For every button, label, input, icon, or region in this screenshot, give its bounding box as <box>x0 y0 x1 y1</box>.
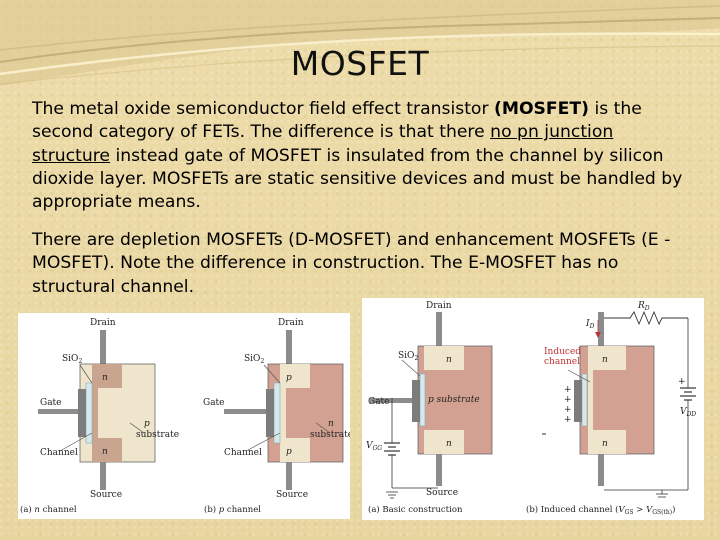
svg-text:+: + <box>678 377 686 387</box>
label-sio2-e: SiO2 <box>398 351 418 362</box>
para1-text-3: instead gate of MOSFET is insulated from… <box>32 145 683 213</box>
d-mosfet-p-channel-diagram: Drain SiO2 Gate Channel Source p p n sub… <box>203 318 350 515</box>
paragraph-mosfet-intro: The metal oxide semiconductor field effe… <box>32 98 692 214</box>
para1-bold-mosfet: (MOSFET) <box>493 99 589 119</box>
label-p-substrate-e: p substrate <box>428 395 480 405</box>
label-p-bottom-b: p <box>286 447 292 457</box>
caption-p-channel: (b) p channel <box>204 504 261 515</box>
para1-text-1: The metal oxide semiconductor field effe… <box>32 99 494 119</box>
label-substrate-b: substrate <box>310 430 350 440</box>
label-vdd: VDD <box>680 407 696 418</box>
label-sio2-a: SiO2 <box>62 354 82 365</box>
label-n-sub-b: n <box>328 419 334 429</box>
label-source-e: Source <box>426 488 458 498</box>
para1-text-2: is the second category of FETs. The diff… <box>32 99 642 143</box>
svg-text:+: + <box>564 395 572 405</box>
label-channel-b: Channel <box>224 448 262 458</box>
label-drain-b: Drain <box>278 318 304 328</box>
label-n-top-a: n <box>102 373 108 383</box>
label-vgg: VGG <box>366 441 382 452</box>
label-rd: RD <box>637 301 650 312</box>
caption-basic-construction: (a) Basic construction <box>368 504 463 515</box>
label-n-bottom-e2: n <box>602 439 608 449</box>
label-induced-channel: channel <box>544 357 580 367</box>
label-gate-e: Gate <box>368 397 390 407</box>
label-p-top-b: p <box>286 373 292 383</box>
label-substrate-a: substrate <box>136 430 179 440</box>
label-p-sub-a: p <box>144 419 150 429</box>
d-mosfet-n-channel-diagram: Drain SiO2 Gate Channel Source n n p sub… <box>20 318 179 515</box>
label-source-b: Source <box>276 490 308 500</box>
e-mosfet-basic-construction-diagram: Drain SiO2 Gate Source n n p substrate V… <box>366 301 546 515</box>
label-source-a: Source <box>90 490 122 500</box>
label-induced: Induced <box>544 347 581 357</box>
svg-text:+: + <box>564 405 572 415</box>
caption-induced-channel: (b) Induced channel (VGS > VGS(th)) <box>526 504 675 516</box>
label-gate-a: Gate <box>40 398 62 408</box>
label-drain-e: Drain <box>426 301 452 311</box>
svg-text:+: + <box>564 385 572 395</box>
label-sio2-b: SiO2 <box>244 354 264 365</box>
label-n-bottom-a: n <box>102 447 108 457</box>
label-id: ID <box>585 319 595 330</box>
caption-n-channel: (a) n channel <box>20 504 77 515</box>
e-mosfet-induced-channel-diagram: + + + + RD ID Induced channel n n + VDD … <box>526 301 696 516</box>
label-n-top-e: n <box>446 355 452 365</box>
label-gate-b: Gate <box>203 398 225 408</box>
decorative-header-band <box>0 0 720 86</box>
label-drain-a: Drain <box>90 318 116 328</box>
paragraph-mosfet-types: There are depletion MOSFETs (D-MOSFET) a… <box>32 230 671 297</box>
para1-underlined-no-pn-junction: no pn junction structure <box>32 122 614 166</box>
figure-e-mosfet: Drain SiO2 Gate Source n n p substrate V… <box>362 298 704 520</box>
label-n-bottom-e: n <box>446 439 452 449</box>
slide-title: MOSFET <box>290 44 430 83</box>
label-channel-a: Channel <box>40 448 78 458</box>
svg-text:+: + <box>564 415 572 425</box>
figure-d-mosfet: Drain SiO2 Gate Channel Source n n p sub… <box>18 313 350 519</box>
label-n-top-e2: n <box>602 355 608 365</box>
